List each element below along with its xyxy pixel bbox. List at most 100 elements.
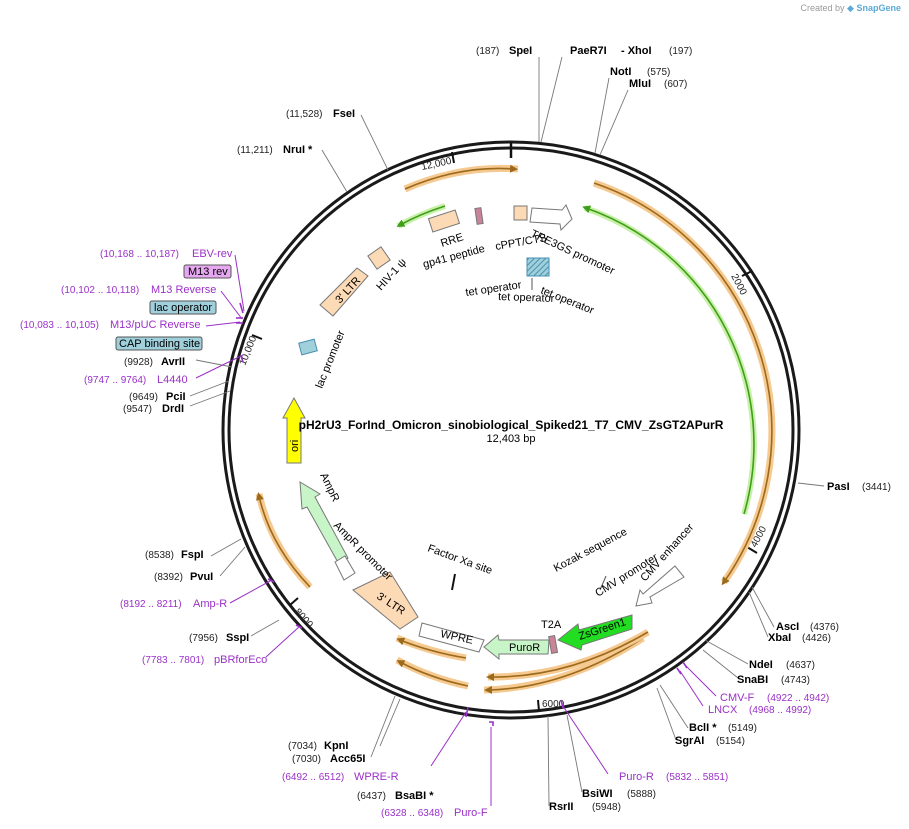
primer-pos: (10,102 .. 10,118) <box>61 285 139 296</box>
cmv-enhancer-arrow <box>635 565 685 607</box>
tick-label-6000: 6000 <box>542 699 565 710</box>
wpre-box <box>418 622 485 653</box>
kozak-label: Kozak sequence <box>552 526 629 575</box>
enzyme-name[interactable]: DrdI <box>162 403 184 415</box>
factor-xa-mark <box>451 573 456 591</box>
orf-arrow-right <box>593 182 773 586</box>
m13-rev-box <box>183 264 232 279</box>
ltr3-box-bottom <box>352 571 419 630</box>
enzyme-name[interactable]: SspI <box>226 632 249 644</box>
enzyme-name[interactable]: PvuI <box>190 571 213 583</box>
enzyme-name[interactable]: FspI <box>181 549 204 561</box>
primer-name[interactable]: L4440 <box>157 374 188 386</box>
enzyme-pos: (4426) <box>802 633 831 644</box>
primer-labels[interactable]: (10,168 .. 10,187) EBV-rev M13 rev (10,1… <box>20 248 829 819</box>
enzyme-pos: (4637) <box>786 660 815 671</box>
orf-arrow-left <box>255 492 311 588</box>
enzyme-pos: (5948) <box>592 802 621 813</box>
enzyme-name[interactable]: AscI <box>776 621 799 633</box>
enzyme-name[interactable]: BsaBI * <box>395 790 434 802</box>
enzyme-name[interactable]: AvrII <box>161 356 185 368</box>
enzyme-pos: (7034) <box>288 741 317 752</box>
tick-marks <box>251 142 758 712</box>
credit-brand: SnapGene <box>856 3 901 13</box>
tick-8000 <box>289 597 299 606</box>
enzyme-name[interactable]: PciI <box>166 391 186 403</box>
t2a-box <box>548 635 559 654</box>
green-arrow-right <box>582 205 755 515</box>
primer-pos: (10,083 .. 10,105) <box>20 320 99 331</box>
tick-12000 <box>451 151 455 164</box>
enzyme-name[interactable]: PaeR7I <box>570 45 607 57</box>
enzyme-pos: (4743) <box>781 675 810 686</box>
primer-pos: (9747 .. 9764) <box>84 375 146 386</box>
primer-name[interactable]: Amp-R <box>193 598 227 610</box>
enzyme-name[interactable]: NdeI <box>749 659 773 671</box>
lac-operator-label-box <box>149 300 217 315</box>
plasmid-name: pH2rU3_ForInd_Omicron_sinobiological_Spi… <box>299 418 724 432</box>
enzyme-name[interactable]: NotI <box>610 66 631 78</box>
primer-name[interactable]: M13 Reverse <box>151 284 216 296</box>
primer-pos: (6492 .. 6512) <box>282 772 344 783</box>
tet-operator-box <box>526 257 550 277</box>
enzyme-labels[interactable]: (187) SpeI PaeR7I - XhoI (197) NotI (575… <box>123 45 891 813</box>
enzyme-name[interactable]: RsrII <box>549 801 573 813</box>
primer-name[interactable]: CMV-F <box>720 692 755 704</box>
tick-6000 <box>537 699 540 712</box>
ori-label: ori <box>289 440 301 452</box>
green-arc-right <box>584 205 757 515</box>
primer-name[interactable]: M13 rev <box>188 266 228 278</box>
tick-label-12000: 12,000 <box>420 156 453 173</box>
enzyme-name[interactable]: KpnI <box>324 740 348 752</box>
primer-leader-lines <box>195 254 717 806</box>
primer-name[interactable]: M13/pUC Reverse <box>110 319 200 331</box>
enzyme-pos: (197) <box>669 46 692 57</box>
primer-name[interactable]: EBV-rev <box>192 248 233 260</box>
tick-10000 <box>251 334 263 340</box>
rre-label: RRE <box>439 231 465 250</box>
enzyme-name[interactable]: - XhoI <box>621 45 652 57</box>
enzyme-name[interactable]: SgrAI <box>675 735 704 747</box>
primer-name[interactable]: LNCX <box>708 704 738 716</box>
factor-xa-label: Factor Xa site <box>426 543 494 577</box>
enzyme-pos: (5888) <box>627 789 656 800</box>
enzyme-name[interactable]: FseI <box>333 108 355 120</box>
enzyme-name[interactable]: XbaI <box>768 632 791 644</box>
enzyme-pos: (3441) <box>862 482 891 493</box>
enzyme-pos: (8392) <box>154 572 183 583</box>
enzyme-name[interactable]: SnaBI <box>737 674 768 686</box>
enzyme-pos: (607) <box>664 79 687 90</box>
orf-arrow-bottom-3 <box>396 660 469 687</box>
enzyme-name[interactable]: BsiWI <box>582 788 613 800</box>
primer-name[interactable]: lac operator <box>154 302 212 314</box>
orf-arrow-bottom-2 <box>486 631 649 682</box>
enzyme-name[interactable]: Acc65I <box>330 753 365 765</box>
enzyme-pos: (9649) <box>129 392 158 403</box>
features <box>282 204 685 661</box>
enzyme-name[interactable]: PasI <box>827 481 850 493</box>
enzyme-pos: (575) <box>647 67 670 78</box>
primer-name[interactable]: Puro-R <box>619 771 654 783</box>
plasmid-length: 12,403 bp <box>487 433 536 445</box>
enzyme-name[interactable]: MluI <box>629 78 651 90</box>
primer-name[interactable]: pBRforEco <box>214 654 267 666</box>
kozak-leader <box>599 575 607 591</box>
enzyme-name[interactable]: SpeI <box>509 45 532 57</box>
enzyme-pos: (9928) <box>124 357 153 368</box>
enzyme-pos: (9547) <box>123 404 152 415</box>
ori-arrow <box>282 396 306 464</box>
enzyme-pos: (11,211) <box>237 145 273 156</box>
cppt-box <box>513 205 528 221</box>
primer-pos: (8192 .. 8211) <box>120 599 182 610</box>
enzyme-name[interactable]: NruI * <box>283 144 313 156</box>
puror-arrow <box>483 634 550 661</box>
enzyme-name[interactable]: BclI * <box>689 722 717 734</box>
primer-name[interactable]: WPRE-R <box>354 771 399 783</box>
enzyme-pos: (5149) <box>728 723 757 734</box>
rre-box <box>427 209 461 233</box>
primer-name[interactable]: Puro-F <box>454 807 488 819</box>
zsgreen-arrow <box>557 614 633 651</box>
lac-operator-box <box>298 338 318 356</box>
tre3gs-arrow <box>529 204 573 232</box>
primer-name[interactable]: CAP binding site <box>119 338 200 350</box>
